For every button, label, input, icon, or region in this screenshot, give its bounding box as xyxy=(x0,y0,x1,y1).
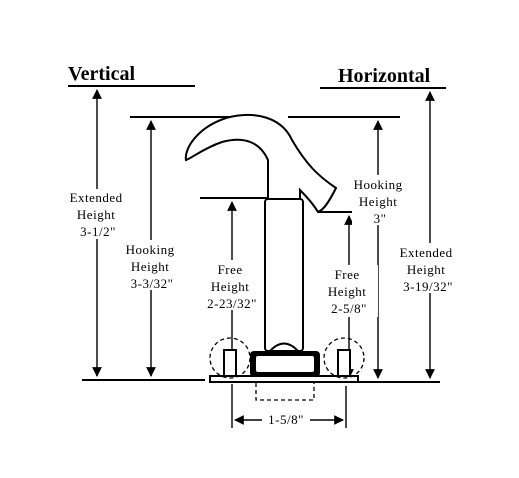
hook-assembly xyxy=(184,114,365,401)
left-mount-block xyxy=(223,349,237,377)
mortise-outline xyxy=(255,381,315,401)
right-hooking-label: Hooking Height 3" xyxy=(354,177,407,226)
right-mount-outline xyxy=(323,337,365,379)
width-dimension: 1-5/8" xyxy=(231,384,347,428)
latch-dome xyxy=(267,342,301,352)
hook-shaft xyxy=(264,198,304,352)
base-width-label: 1-5/8" xyxy=(268,412,304,427)
reference-lines xyxy=(68,85,446,383)
left-mount-outline xyxy=(209,337,251,379)
right-mount-block xyxy=(337,349,351,377)
left-extended-label: Extended Height 3-1/2" xyxy=(70,190,127,239)
vertical-heading: Vertical xyxy=(68,63,135,85)
right-extended-label: Extended Height 3-19/32" xyxy=(400,245,457,294)
left-free-label: Free Height 2-23/32" xyxy=(207,262,257,311)
horizontal-heading: Horizontal xyxy=(338,65,431,87)
right-free-label: Free Height 2-5/8" xyxy=(328,267,370,316)
left-hooking-label: Hooking Height 3-3/32" xyxy=(126,242,179,291)
label-backgrounds xyxy=(62,175,464,420)
hook-head xyxy=(184,114,338,214)
